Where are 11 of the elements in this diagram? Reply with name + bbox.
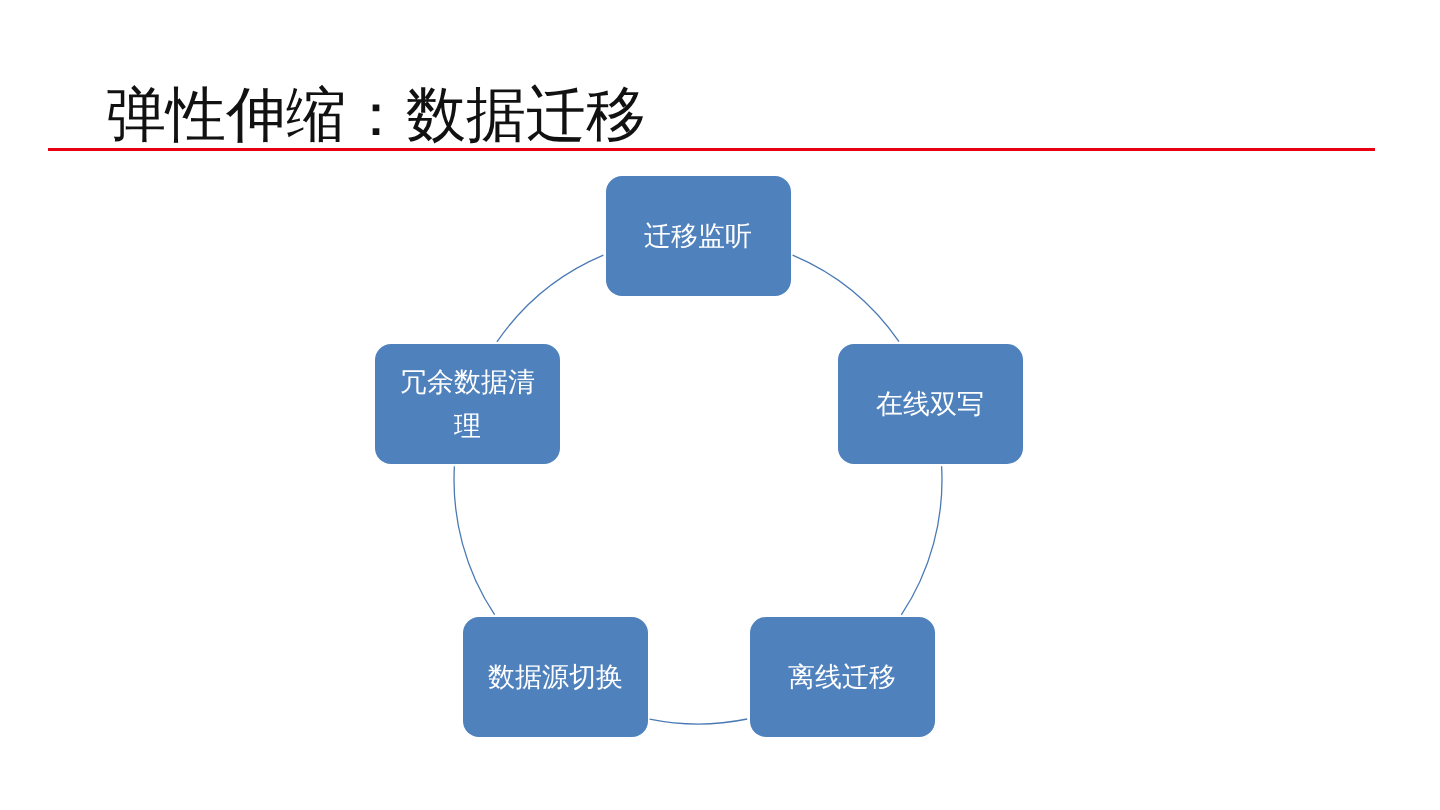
process-box: 离线迁移 (749, 617, 935, 737)
connector-arc (791, 254, 900, 343)
process-box: 迁移监听 (605, 176, 791, 296)
connector-arc (453, 465, 496, 616)
process-box: 在线双写 (837, 344, 1023, 464)
process-box: 数据源切换 (462, 617, 648, 737)
connector-arc (900, 465, 943, 616)
process-box: 冗余数据清理 (374, 344, 560, 464)
slide-title: 弹性伸缩：数据迁移 (106, 78, 646, 150)
connector-arc (496, 254, 605, 343)
connector-arc (648, 718, 748, 725)
